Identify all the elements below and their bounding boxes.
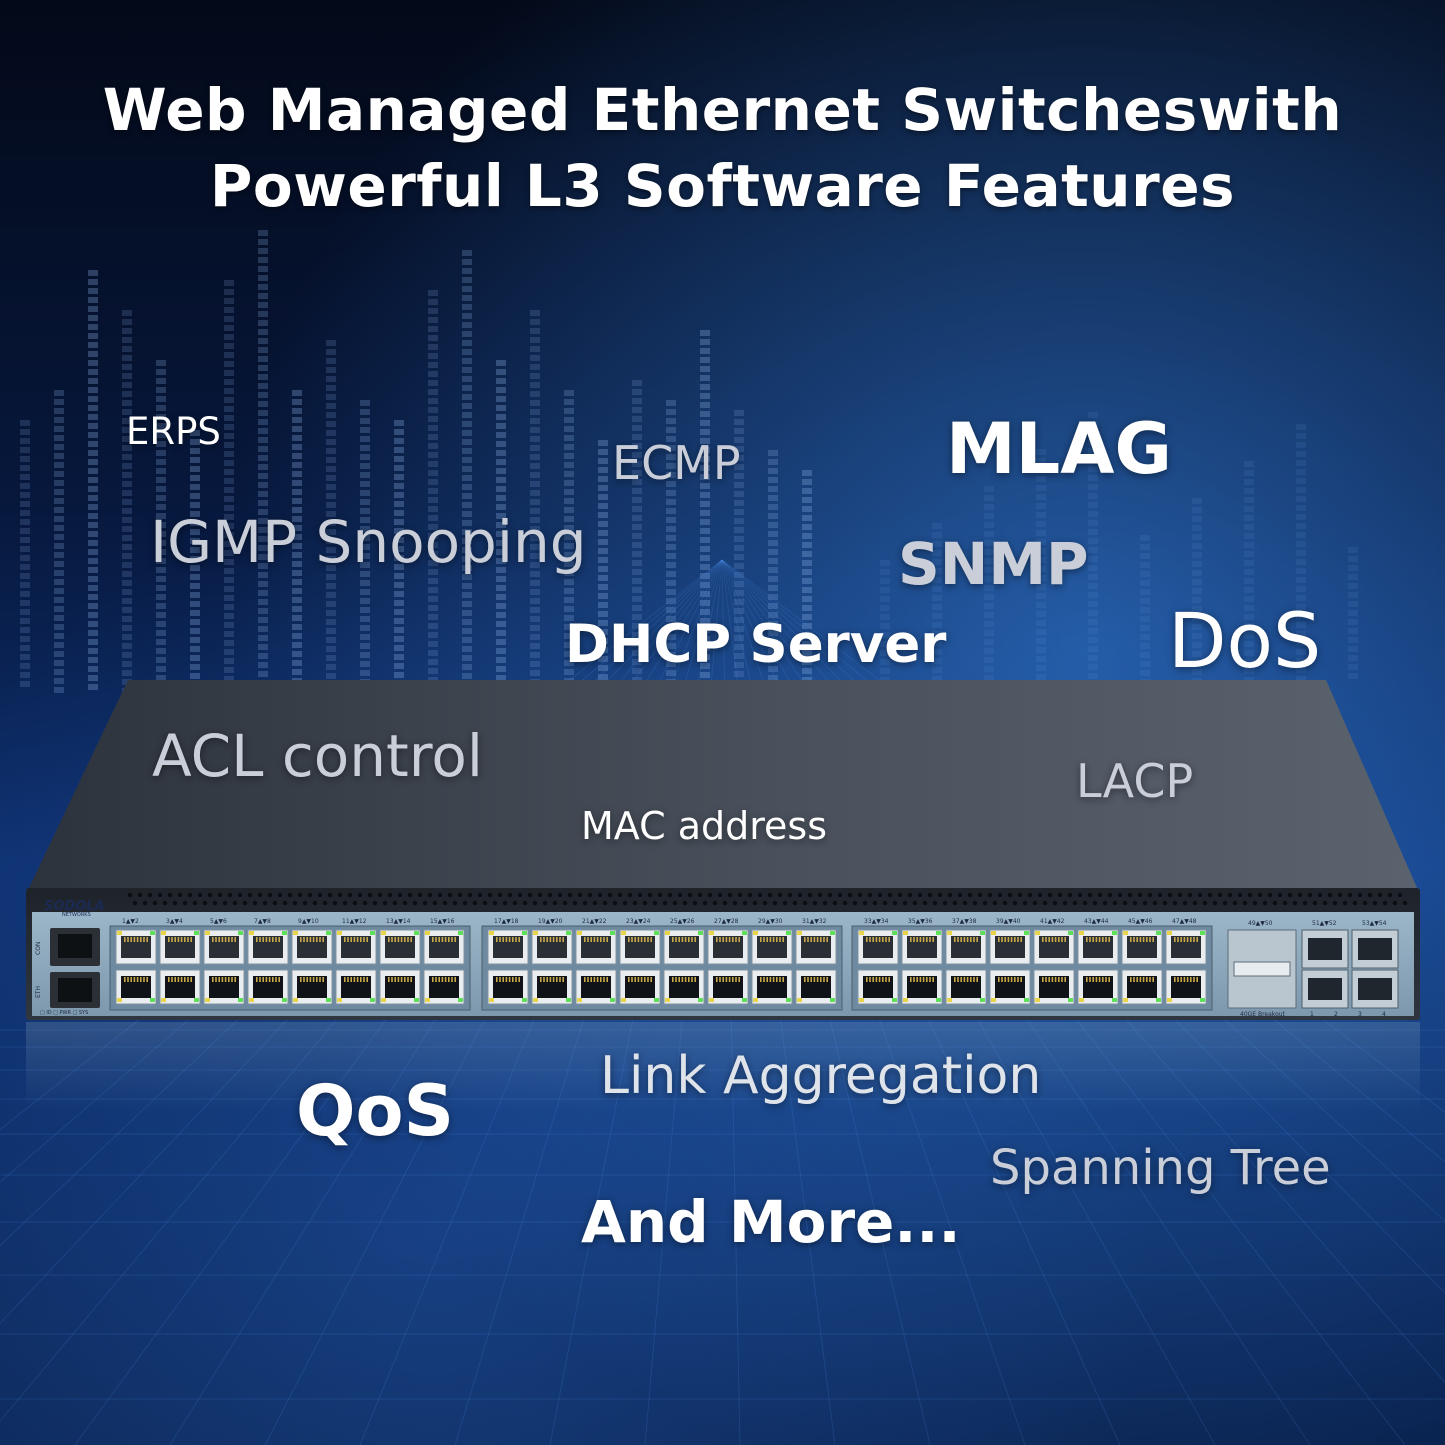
qsfp-label: 49▲▼50: [1248, 920, 1273, 927]
feature-igmp-snooping: IGMP Snooping: [150, 508, 587, 576]
switch-reflection: [26, 1022, 1420, 1112]
port-label: 13▲▼14: [386, 918, 411, 925]
qsfp-port-slot: [1233, 961, 1291, 977]
port-label: 41▲▼42: [1040, 918, 1065, 925]
port-label: 39▲▼40: [996, 918, 1021, 925]
status-leds-label: □ ID □ PWR □ SYS: [40, 1010, 88, 1016]
port-label: 9▲▼10: [298, 918, 319, 925]
feature-spanning-tree: Spanning Tree: [990, 1140, 1331, 1196]
sfp-ports: 1 2 3 4: [1301, 929, 1399, 1018]
feature-snmp: SNMP: [898, 530, 1089, 598]
brand-sub: NETWORKS: [62, 912, 91, 918]
feature-dos: DoS: [1168, 596, 1322, 685]
sfp-label-a: 51▲▼52: [1312, 920, 1337, 927]
headline-line-1: Web Managed Ethernet Switcheswith: [102, 76, 1343, 144]
port-label: 15▲▼16: [430, 918, 455, 925]
port-label: 7▲▼8: [254, 918, 271, 925]
port-label: 3▲▼4: [166, 918, 183, 925]
feature-ecmp: ECMP: [612, 436, 741, 490]
port-label: 37▲▼38: [952, 918, 977, 925]
brand-logo: SODOLA: [44, 899, 105, 914]
port-label: 35▲▼36: [908, 918, 933, 925]
feature-acl-control: ACL control: [152, 722, 483, 790]
sfp-number-label: 4: [1382, 1011, 1386, 1018]
port-label: 47▲▼48: [1172, 918, 1197, 925]
port-label: 29▲▼30: [758, 918, 783, 925]
port-label: 1▲▼2: [122, 918, 139, 925]
sfp-label-b: 53▲▼54: [1362, 920, 1387, 927]
sfp-number-label: 1: [1310, 1011, 1314, 1018]
port-label: 27▲▼28: [714, 918, 739, 925]
port-label: 23▲▼24: [626, 918, 651, 925]
feature-lacp: LACP: [1076, 754, 1194, 808]
switch-top-lid: [28, 680, 1418, 890]
port-label: 43▲▼44: [1084, 918, 1109, 925]
sfp-number-label: 3: [1358, 1011, 1362, 1018]
headline-line-2: Powerful L3 Software Features: [209, 152, 1236, 220]
feature-erps: ERPS: [126, 410, 221, 453]
eth-label: ETH: [35, 986, 42, 998]
vent-holes: [127, 892, 1408, 906]
port-number-labels: 1▲▼2 3▲▼4 5▲▼6 7▲▼8 9▲▼10 11▲▼12 13▲▼14 15▲▼16 1…: [122, 918, 1197, 925]
port-label: 45▲▼46: [1128, 918, 1153, 925]
rj45-port-groups: [109, 925, 1213, 1011]
feature-link-aggregation: Link Aggregation: [600, 1046, 1042, 1106]
con-label: CON: [35, 942, 42, 955]
feature-mlag: MLAG: [946, 408, 1172, 490]
feature-and-more: And More...: [581, 1188, 961, 1256]
sfp-number-label: 2: [1334, 1011, 1338, 1018]
port-label: 33▲▼34: [864, 918, 889, 925]
port-label: 19▲▼20: [538, 918, 563, 925]
feature-qos: QoS: [296, 1070, 455, 1152]
equalizer-bars-decoration: [20, 230, 1358, 695]
qsfp-sublabel: 40GE Breakout: [1240, 1011, 1286, 1018]
port-label: 21▲▼22: [582, 918, 607, 925]
port-label: 17▲▼18: [494, 918, 519, 925]
port-label: 25▲▼26: [670, 918, 695, 925]
feature-mac-address: MAC address: [581, 804, 828, 848]
console-port-jack: [58, 934, 92, 958]
port-label: 31▲▼32: [802, 918, 827, 925]
port-label: 5▲▼6: [210, 918, 227, 925]
feature-dhcp-server: DHCP Server: [565, 614, 947, 675]
management-port-jack: [58, 978, 92, 1002]
port-label: 11▲▼12: [342, 918, 367, 925]
